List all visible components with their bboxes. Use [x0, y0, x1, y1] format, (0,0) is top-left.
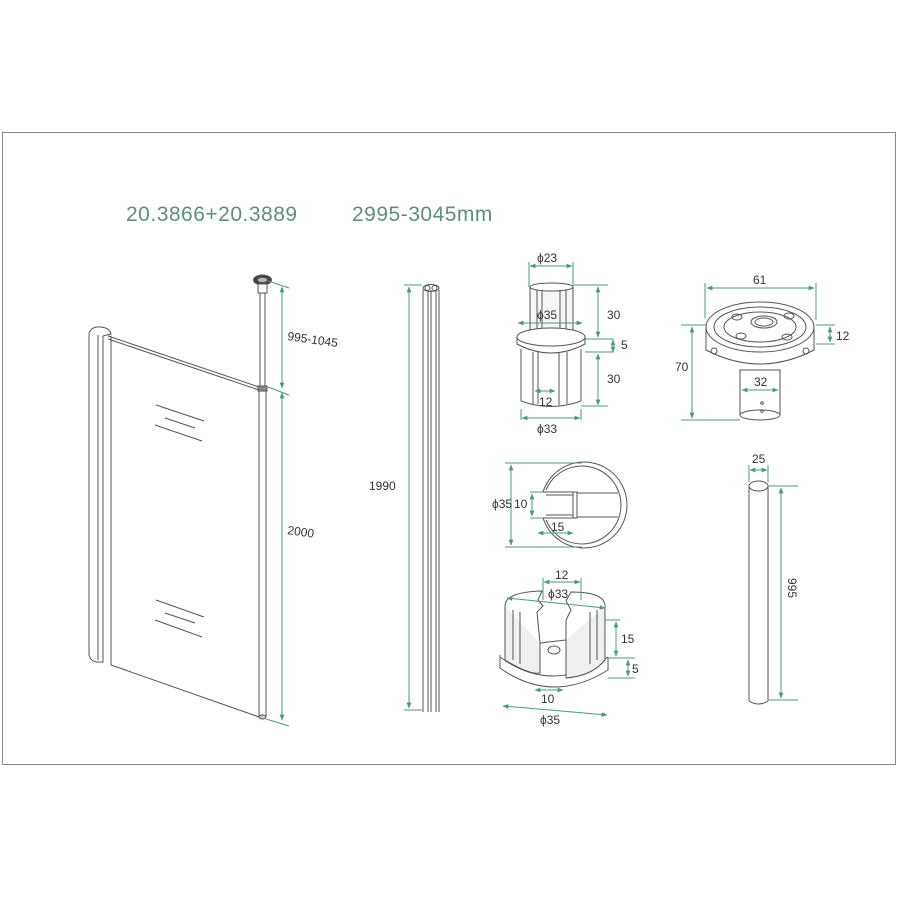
mount-flange-height: 12 [836, 329, 850, 343]
cross-section-diameter: ϕ35 [492, 497, 512, 511]
ceiling-mount-drawing [705, 301, 815, 421]
mount-stem-diameter: 32 [754, 375, 768, 389]
support-rod-dimensions [748, 465, 798, 701]
ceiling-mount-dimensions [681, 283, 835, 421]
wall-profile-drawing [422, 284, 440, 712]
cross-section-slot-depth: 15 [551, 520, 565, 534]
mount-total-height: 70 [675, 360, 689, 374]
end-cap-base-height: 5 [632, 662, 639, 676]
panel-dimension-lines [265, 280, 290, 727]
end-cap-dimensions [502, 578, 635, 717]
adapter-top-diameter: ϕ23 [537, 251, 557, 265]
rod-diameter: 25 [752, 452, 766, 466]
adapter-bottom-height: 30 [607, 372, 621, 386]
rod-length: 995 [785, 578, 799, 598]
end-cap-drawing [499, 590, 609, 688]
end-cap-inner-diameter: ϕ33 [548, 587, 568, 601]
size-range-title: 2995-3045mm [352, 203, 493, 226]
cross-section-dimensions [505, 462, 582, 548]
adapter-collar-diameter: ϕ35 [537, 308, 557, 322]
cross-section-slot-width: 10 [514, 497, 528, 511]
adapter-top-height: 30 [607, 308, 621, 322]
end-cap-slot-width-top: 12 [555, 568, 569, 582]
adapter-bottom-diameter: ϕ33 [537, 422, 557, 436]
drawing-frame [2, 132, 896, 765]
profile-adapter-drawing [516, 282, 586, 407]
adapter-slot-width: 12 [539, 395, 553, 409]
wall-profile-height: 1990 [369, 479, 396, 493]
profile-adapter-dimensions [517, 262, 616, 421]
shower-panel-drawing [88, 274, 272, 720]
article-numbers-title: 20.3866+20.3889 [126, 203, 298, 226]
end-cap-height: 15 [621, 632, 635, 646]
end-cap-outer-diameter: ϕ35 [540, 713, 560, 727]
adapter-collar-height: 5 [621, 338, 628, 352]
upper-rod-dimension: 995-1045 [287, 329, 339, 350]
end-cap-slot-width-bottom: 10 [541, 692, 555, 706]
support-rod-drawing [748, 480, 769, 705]
profile-cross-section-drawing [542, 461, 628, 549]
wall-profile-dimension [404, 284, 422, 711]
glass-height-dimension: 2000 [287, 523, 316, 541]
mount-flange-diameter: 61 [753, 273, 767, 287]
